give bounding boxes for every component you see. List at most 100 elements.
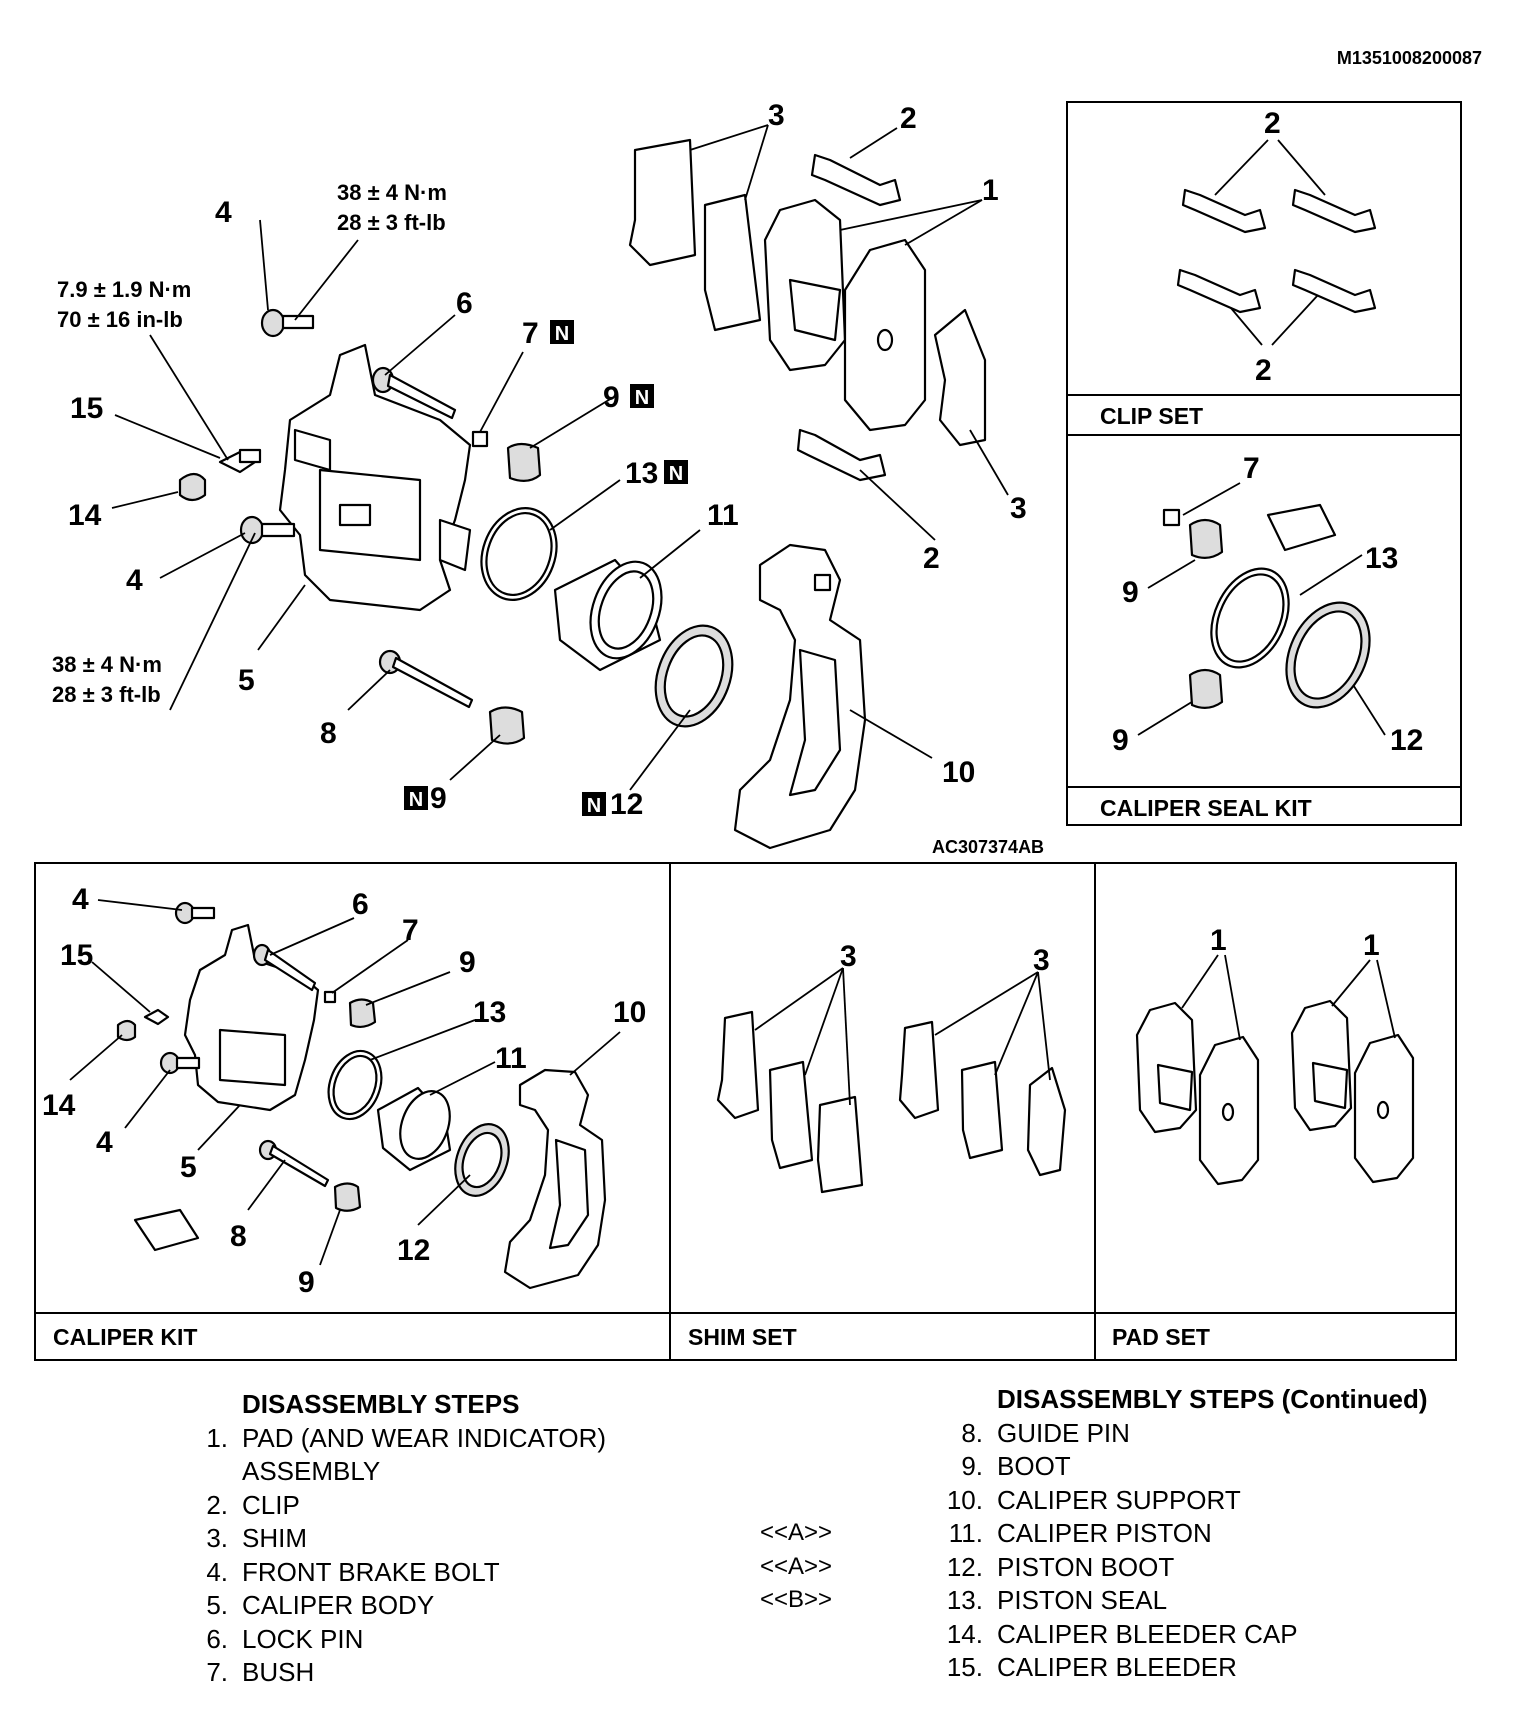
n-box-9-upper [630, 384, 654, 408]
callout-15: 15 [70, 392, 103, 425]
pad-set-callout-1-left: 1 [1210, 924, 1227, 957]
clip-set-callout-2-top: 2 [1264, 107, 1281, 140]
svg-text:N: N [635, 387, 649, 409]
figure-code: AC307374AB [932, 837, 1044, 857]
bottom-kits-frame [34, 862, 1457, 1361]
seal-kit-boot-upper [1188, 518, 1224, 559]
clip-set-clip-a [1181, 188, 1267, 234]
clip-part-bottom [796, 428, 887, 482]
step-row: 5.CALIPER BODY [206, 1590, 435, 1620]
service-tag: <<A>> [760, 1552, 833, 1580]
callout-4-top: 4 [215, 196, 232, 229]
caliper-kit-callout-9-lower: 9 [298, 1266, 315, 1299]
pad-part-b [843, 238, 927, 432]
callout-1: 1 [982, 174, 999, 207]
callout-13: 13 [625, 457, 658, 490]
torque-upper-nm: 38 ± 4 N·m [337, 180, 447, 205]
callout-2-top: 2 [900, 102, 917, 135]
callout-11: 11 [707, 499, 739, 532]
guide-pin-part [378, 649, 474, 709]
steps-heading: DISASSEMBLY STEPS [242, 1389, 520, 1419]
clip-set-clip-d [1291, 268, 1377, 314]
caliper-kit-label: CALIPER KIT [53, 1324, 197, 1350]
caliper-kit-callout-13: 13 [473, 996, 506, 1029]
document-code: M1351008200087 [1337, 48, 1482, 68]
main-leader-lines [111, 124, 1009, 791]
shim-set-callout-3-left: 3 [840, 940, 857, 973]
caliper-body-part [278, 343, 472, 612]
pad-part-a [763, 198, 847, 372]
boot-lower-part [488, 706, 526, 745]
caliper-kit-guide-pin [258, 1139, 330, 1188]
caliper-kit-callout-7: 7 [402, 914, 419, 947]
callout-3-top: 3 [768, 99, 785, 132]
caliper-kit-lock-pin [252, 943, 317, 992]
callout-14: 14 [68, 499, 102, 532]
torque-upper-ftlb: 28 ± 3 ft-lb [337, 210, 446, 235]
seal-kit-callout-12: 12 [1390, 724, 1423, 757]
steps-heading-continued: DISASSEMBLY STEPS (Continued) [997, 1384, 1428, 1414]
shim-set-shim-b [768, 1060, 814, 1170]
step-row: 12.PISTON BOOT [946, 1551, 1175, 1582]
step-row: 7.BUSH [206, 1657, 315, 1687]
seal-kit-callout-13: 13 [1365, 542, 1398, 575]
caliper-kit-caliper-body [183, 923, 320, 1112]
caliper-kit-boot-upper [348, 998, 377, 1029]
caliper-support-part [733, 543, 867, 850]
clip-set-clip-c [1176, 268, 1262, 314]
n-box-12 [582, 792, 606, 816]
callout-2-bottom: 2 [923, 542, 940, 575]
callout-10: 10 [942, 756, 975, 789]
shim-part-b [703, 193, 762, 332]
torque-lower-ftlb: 28 ± 3 ft-lb [52, 682, 161, 707]
disassembly-steps-right: DISASSEMBLY STEPS (Continued) 8.GUIDE PI… [935, 1383, 1428, 1685]
clip-set-clip-b [1291, 188, 1377, 234]
shim-set-shim-c [816, 1095, 864, 1194]
caliper-kit-callout-6: 6 [352, 888, 369, 921]
caliper-bleeder-part [218, 448, 262, 474]
n-box-9-lower [404, 786, 428, 810]
caliper-piston-part [553, 558, 663, 672]
callout-3-right: 3 [1010, 492, 1027, 525]
caliper-kit-bleeder [143, 1008, 170, 1026]
svg-text:N: N [587, 795, 601, 817]
callout-6: 6 [456, 287, 473, 320]
torque-bleeder-inlb: 70 ± 16 in-lb [57, 307, 183, 332]
shim-set-shim-e [960, 1060, 1004, 1160]
step-row: 9.BOOT [961, 1451, 1071, 1481]
caliper-kit-caliper-support [503, 1068, 607, 1290]
caliper-kit-bleeder-cap [116, 1019, 137, 1042]
svg-text:N: N [555, 323, 569, 345]
pad-set-label: PAD SET [1112, 1324, 1210, 1350]
shim-part-c [933, 308, 987, 447]
seal-kit-grease-packet [1266, 503, 1337, 552]
seal-kit-callout-9-upper: 9 [1122, 576, 1139, 609]
step-row: 10.CALIPER SUPPORT [946, 1484, 1241, 1515]
caliper-kit-bush [323, 990, 337, 1004]
shim-set-callout-3-right: 3 [1033, 944, 1050, 977]
step-row: 13.PISTON SEAL [946, 1585, 1168, 1615]
step-row: 2.CLIP [206, 1489, 300, 1520]
caliper-kit-callout-11: 11 [495, 1042, 527, 1075]
clip-part-top [810, 153, 902, 207]
caliper-kit-callout-12: 12 [397, 1234, 430, 1267]
caliper-kit-callout-9-upper: 9 [459, 946, 476, 979]
step-row: 1.PAD (AND WEAR INDICATOR) [206, 1422, 607, 1453]
pad-set-leader-lines [1181, 954, 1396, 1041]
caliper-kit-boot-lower [333, 1182, 362, 1212]
pad-set-pad-b [1198, 1035, 1260, 1186]
callout-7: 7 [522, 317, 539, 350]
seal-kit-callout-9-lower: 9 [1112, 724, 1129, 757]
step-row: 15.CALIPER BLEEDER [946, 1652, 1237, 1682]
step-row: 11.CALIPER PISTON [948, 1518, 1212, 1548]
svg-text:N: N [409, 789, 423, 811]
step-row: 4.FRONT BRAKE BOLT [206, 1556, 500, 1587]
pad-set-callout-1-right: 1 [1363, 929, 1380, 962]
caliper-kit-callout-4-lower: 4 [96, 1126, 113, 1159]
shim-set-shim-d [898, 1020, 940, 1120]
shim-set-label: SHIM SET [688, 1324, 797, 1350]
caliper-kit-callout-15: 15 [60, 939, 93, 972]
callout-12: 12 [610, 788, 643, 821]
shim-set-shim-f [1026, 1066, 1067, 1177]
